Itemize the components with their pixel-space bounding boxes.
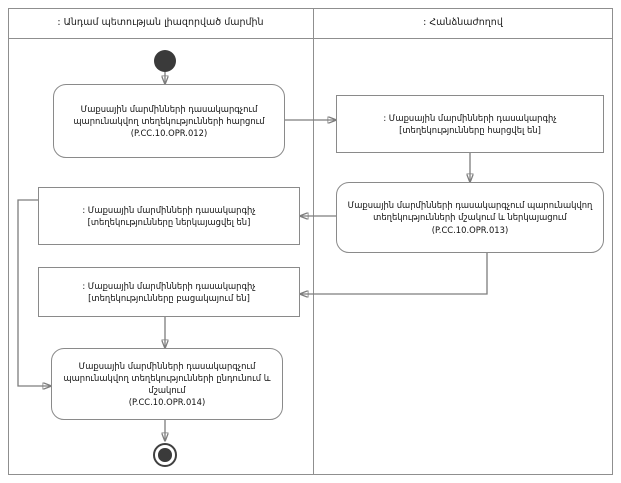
action-node-opr-012-code: (P.CC.10.OPR.012) [130, 128, 208, 139]
object-node-classifier-presented[interactable]: : Մաքսային մարմինների դասակարգիչ [տեղեկո… [38, 187, 300, 245]
swimlane-vertical-divider [313, 8, 314, 475]
object-node-classifier-requested-text: : Մաքսային մարմինների դասակարգիչ [383, 112, 557, 123]
action-node-opr-014[interactable]: Մաքսային մարմինների դասակարգչում պարունա… [51, 348, 283, 420]
initial-node [154, 50, 176, 72]
swimlane-header-divider [8, 38, 613, 39]
object-node-classifier-requested-state: [տեղեկությունները հարցվել են] [399, 125, 541, 135]
object-node-classifier-absent[interactable]: : Մաքսային մարմինների դասակարգիչ [տեղեկո… [38, 267, 300, 317]
object-node-classifier-absent-state: [տեղեկությունները բացակայում են] [88, 293, 250, 303]
action-node-opr-013[interactable]: Մաքսային մարմինների դասակարգչում պարունա… [336, 182, 604, 253]
action-node-opr-013-code: (P.CC.10.OPR.013) [431, 224, 509, 235]
object-node-classifier-requested[interactable]: : Մաքսային մարմինների դասակարգիչ [տեղեկո… [336, 95, 604, 153]
object-node-classifier-absent-text: : Մաքսային մարմինների դասակարգիչ [82, 280, 256, 291]
action-node-opr-013-text: Մաքսային մարմինների դասակարգչում պարունա… [347, 200, 593, 223]
action-node-opr-014-text: Մաքսային մարմինների դասակարգչում պարունա… [63, 360, 271, 395]
action-node-opr-012[interactable]: Մաքսային մարմինների դասակարգչում պարունա… [53, 84, 285, 158]
action-node-opr-012-text: Մաքսային մարմինների դասակարգչում պարունա… [73, 103, 265, 126]
final-node [153, 443, 177, 467]
swimlane-header-right: : Հանձնաժողով [423, 17, 503, 28]
object-node-classifier-presented-state: [տեղեկությունները ներկայացվել են] [87, 217, 251, 227]
swimlane-header-left: : Անդամ պետության լիազորված մարմին [57, 17, 264, 28]
action-node-opr-014-code: (P.CC.10.OPR.014) [128, 397, 206, 408]
object-node-classifier-presented-text: : Մաքսային մարմինների դասակարգիչ [82, 204, 256, 215]
